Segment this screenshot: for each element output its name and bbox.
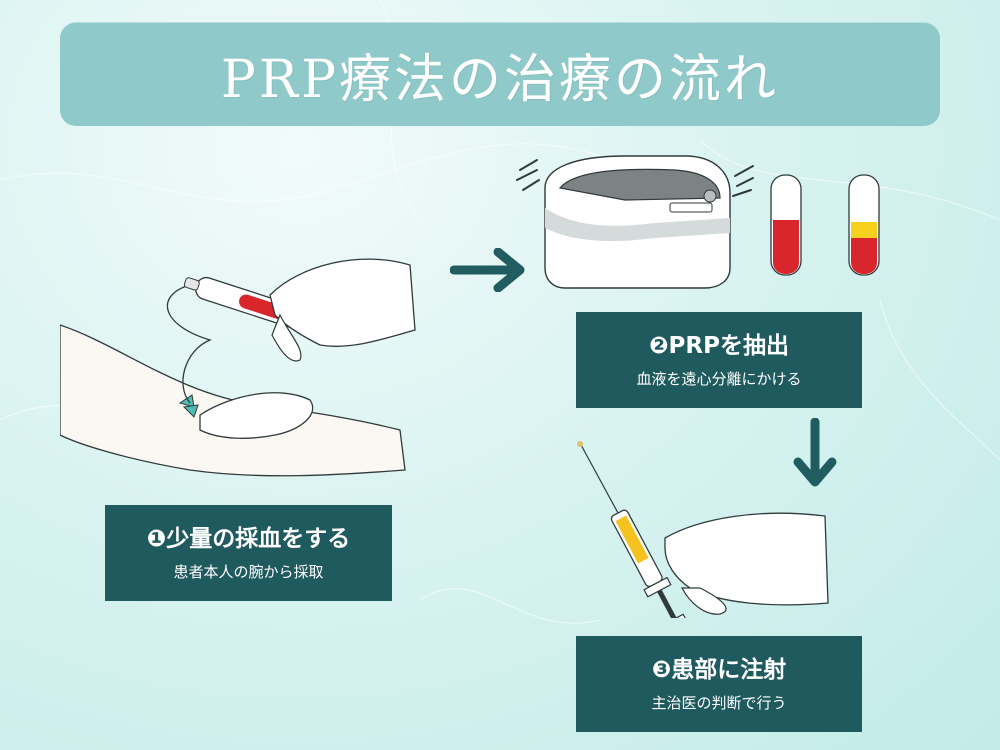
step-2-heading: ❷PRPを抽出 bbox=[649, 333, 789, 359]
step-3-description: 主治医の判断で行う bbox=[651, 694, 787, 712]
test-tube-icon bbox=[848, 174, 880, 276]
blood-draw-illustration bbox=[60, 258, 416, 477]
step-1-heading: ❶少量の採血をする bbox=[146, 526, 351, 552]
step-3-box: ❸患部に注射 主治医の判断で行う bbox=[576, 636, 862, 732]
step-2-description: 血液を遠心分離にかける bbox=[636, 370, 802, 388]
arrow-down-icon bbox=[793, 418, 837, 487]
test-tube-icon bbox=[770, 174, 802, 276]
title-banner: PRP療法の治療の流れ bbox=[60, 22, 940, 126]
arrow-right-icon bbox=[450, 248, 525, 292]
syringe-injection-illustration bbox=[577, 441, 829, 618]
step-3-heading: ❸患部に注射 bbox=[651, 657, 787, 683]
step-2-box: ❷PRPを抽出 血液を遠心分離にかける bbox=[576, 312, 862, 408]
page-title: PRP療法の治療の流れ bbox=[220, 49, 780, 110]
step-1-box: ❶少量の採血をする 患者本人の腕から採取 bbox=[105, 505, 392, 601]
centrifuge-illustration bbox=[516, 155, 754, 289]
step-1-description: 患者本人の腕から採取 bbox=[173, 563, 324, 581]
